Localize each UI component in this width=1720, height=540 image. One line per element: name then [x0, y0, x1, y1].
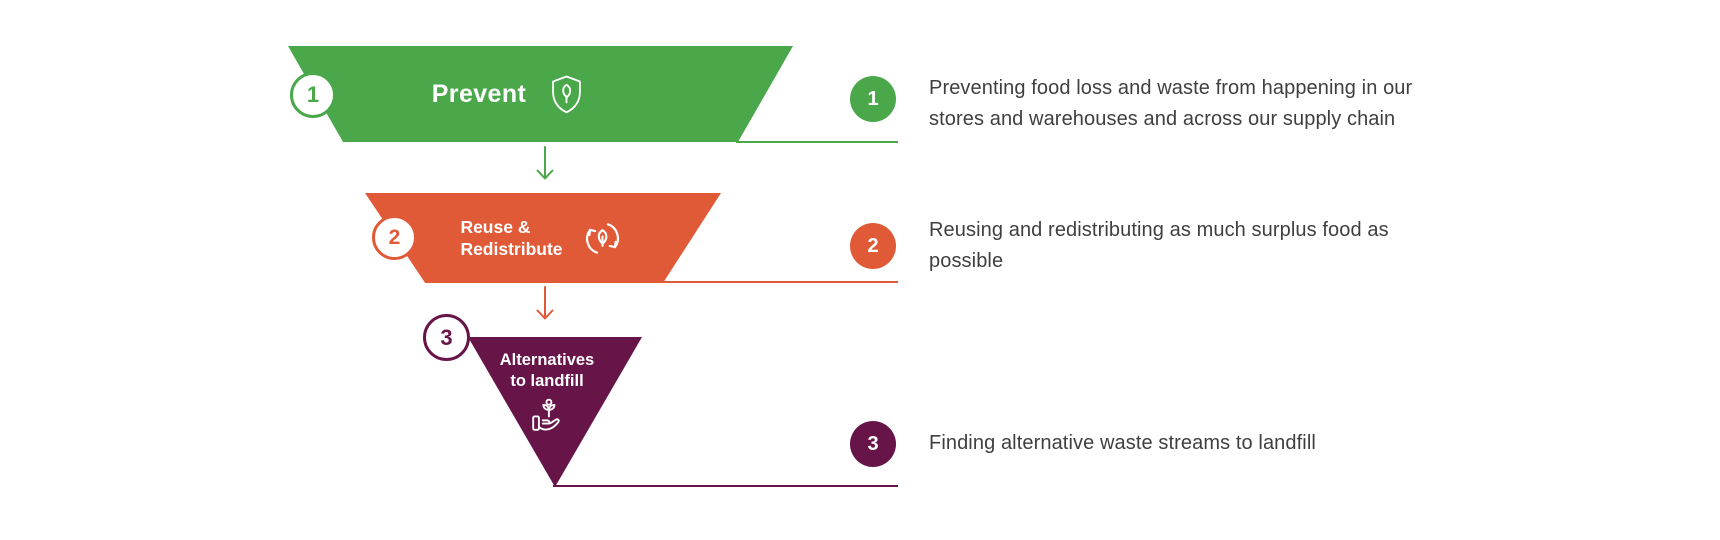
description-1-badge: 1	[850, 76, 896, 122]
description-2-badge: 2	[850, 223, 896, 269]
step-2-connector-line	[661, 281, 898, 283]
hand-sprout-icon	[532, 398, 560, 431]
down-arrow-icon-green	[536, 146, 554, 180]
description-3-badge-number: 3	[867, 432, 879, 455]
funnel-step-2-number-circle: 2	[372, 215, 417, 260]
description-2-text: Reusing and redistributing as much surpl…	[929, 219, 1389, 272]
recycle-leaf-icon	[585, 222, 619, 254]
step-3-connector-line	[553, 485, 898, 487]
funnel-step-1-number-circle: 1	[290, 72, 336, 118]
description-1-badge-number: 1	[867, 87, 879, 110]
funnel-step-2-number: 2	[388, 225, 401, 249]
funnel-step-2-content: Reuse & Redistribute	[460, 215, 625, 262]
down-arrow-icon-orange	[536, 286, 554, 320]
funnel-step-3-shape: Alternatives to landfill	[468, 337, 642, 487]
shield-leaf-icon	[552, 75, 582, 113]
funnel-step-3-number-circle: 3	[423, 314, 470, 361]
funnel-step-3-label: Alternatives to landfill	[499, 351, 595, 390]
description-3-badge: 3	[850, 421, 896, 467]
funnel-step-3-content: Alternatives to landfill	[500, 350, 594, 436]
funnel-step-2-label: Reuse & Redistribute	[460, 217, 563, 259]
description-1-text: Preventing food loss and waste from happ…	[929, 77, 1413, 130]
funnel-step-1-content: Prevent	[432, 74, 586, 115]
step-1-connector-line	[736, 141, 898, 143]
funnel-step-3-number: 3	[440, 324, 453, 350]
funnel-step-1-number: 1	[306, 82, 320, 107]
funnel-step-1-shape: Prevent	[288, 46, 793, 142]
funnel-step-1-label: Prevent	[431, 79, 527, 108]
description-3-text: Finding alternative waste streams to lan…	[929, 432, 1316, 454]
description-2-badge-number: 2	[867, 234, 879, 257]
funnel-step-2-shape: Reuse & Redistribute	[365, 193, 721, 283]
